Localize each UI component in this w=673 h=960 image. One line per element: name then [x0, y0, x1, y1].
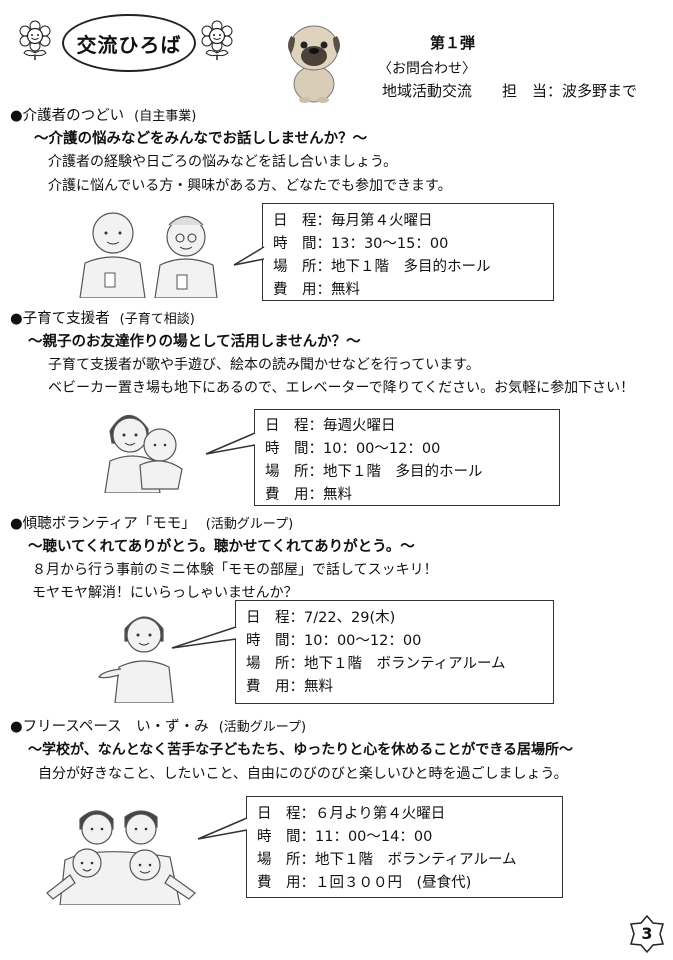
family-group-illustration [45, 805, 200, 905]
desc-line: 介護者の経験や日ごろの悩みなどを話し合いましょう。 [48, 154, 398, 170]
page-number: 3 [641, 924, 653, 943]
info-place: 場 所：地下１階 ボランティアルーム [246, 656, 506, 672]
info-fee: 費 用：１回３００円 (昼食代) [257, 875, 472, 891]
info-fee: 費 用：無料 [246, 679, 333, 695]
section-title-listening: ●傾聴ボランティア「モモ」(活動グループ) [10, 516, 294, 532]
info-fee: 費 用：無料 [273, 282, 360, 298]
info-schedule: 日 程：６月より第４火曜日 [257, 806, 446, 822]
desc-line: ８月から行う事前のミニ体験「モモの部屋」で話してスッキリ！ [32, 562, 438, 578]
section-title-caregivers: ●介護者のつどい(自主事業) [10, 108, 197, 124]
woman-gesturing-illustration [95, 605, 185, 703]
desc-line: 自分が好きなこと、したいこと、自由にのびのびと楽しいひと時を過ごしましょう。 [38, 766, 568, 782]
info-schedule: 日 程：毎週火曜日 [265, 418, 396, 434]
info-time: 時 間：13：30～15：00 [273, 236, 449, 252]
desc-line: ベビーカー置き場も地下にあるので、エレベーターで降りてください。お気軽に参加下さ… [48, 380, 635, 396]
info-place: 場 所：地下１階 ボランティアルーム [257, 852, 517, 868]
page-number-badge: 3 [627, 914, 667, 954]
tagline-childcare: ～親子のお友達作りの場として活用しませんか？～ [28, 334, 361, 350]
tagline-caregivers: ～介護の悩みなどをみんなでお話ししませんか？～ [34, 131, 368, 147]
speech-tail [205, 432, 256, 455]
info-time: 時 間：10：00～12：00 [246, 633, 422, 649]
desc-line: モヤモヤ解消！にいらっしゃいませんか？ [32, 585, 298, 601]
info-place: 場 所：地下１階 多目的ホール [265, 464, 483, 480]
info-time: 時 間：11：00～14：00 [257, 829, 433, 845]
dog-mascot-icon [283, 20, 345, 104]
tagline-freespace: ～学校が、なんとなく苦手な子どもたち、ゆったりと心を休めることができる居場所～ [28, 742, 574, 758]
section-title-freespace: ●フリースペース い・ず・み(活動グループ) [10, 719, 307, 735]
flower-left-icon [18, 20, 52, 62]
contact-label: 〈お問合わせ〉 [378, 61, 476, 77]
issue-label: 第１弾 [430, 34, 476, 52]
elderly-couple-illustration [75, 203, 225, 298]
info-box: 日 程：毎月第４火曜日 時 間：13：30～15：00 場 所：地下１階 多目的… [262, 203, 554, 301]
tagline-listening: ～聴いてくれてありがとう。聴かせてくれてありがとう。～ [28, 539, 415, 555]
info-box: 日 程：7/22、29(木) 時 間：10：00～12：00 場 所：地下１階 … [235, 600, 554, 704]
desc-line: 介護に悩んでいる方・興味がある方、どなたでも参加できます。 [48, 178, 452, 194]
info-schedule: 日 程：毎月第４火曜日 [273, 213, 433, 229]
info-box: 日 程：毎週火曜日 時 間：10：00～12：00 場 所：地下１階 多目的ホー… [254, 409, 560, 506]
desc-line: 子育て支援者が歌や手遊び、絵本の読み聞かせなどを行っています。 [48, 357, 480, 373]
info-fee: 費 用：無料 [265, 487, 352, 503]
info-schedule: 日 程：7/22、29(木) [246, 610, 396, 626]
page-title: 交流ひろば [62, 14, 196, 72]
info-time: 時 間：10：00～12：00 [265, 441, 441, 457]
contact-line: 地域活動交流 担 当：波多野まで [382, 82, 638, 100]
speech-tail [171, 626, 237, 649]
info-box: 日 程：６月より第４火曜日 時 間：11：00～14：00 場 所：地下１階 ボ… [246, 796, 563, 898]
speech-tail [197, 817, 248, 840]
flower-right-icon [200, 20, 234, 62]
mother-baby-illustration [100, 403, 190, 493]
speech-tail [233, 246, 265, 266]
section-title-childcare: ●子育て支援者(子育て相談) [10, 311, 195, 327]
info-place: 場 所：地下１階 多目的ホール [273, 259, 491, 275]
